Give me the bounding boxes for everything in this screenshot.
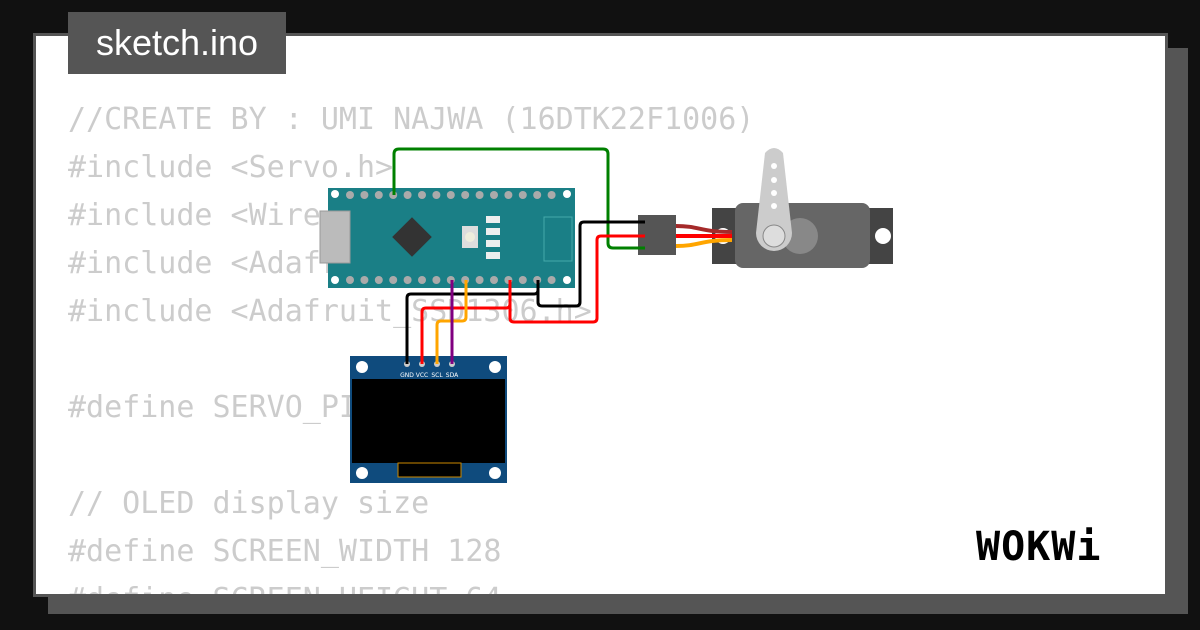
sketch-filename: sketch.ino bbox=[68, 12, 286, 74]
code-line: #define SCREEN_HEIGHT 64 bbox=[68, 576, 754, 594]
header-pin bbox=[518, 276, 527, 284]
code-line: //CREATE BY : UMI NAJWA (16DTK22F1006) bbox=[68, 102, 755, 137]
header-pin bbox=[504, 191, 513, 199]
wokwi-logo: WOKWi bbox=[976, 524, 1102, 570]
mcu-chip bbox=[392, 217, 432, 257]
usb-connector bbox=[319, 210, 351, 264]
header-pin bbox=[374, 276, 383, 284]
header-pin bbox=[389, 276, 398, 284]
header-pin bbox=[418, 276, 426, 284]
header-pin bbox=[360, 191, 369, 199]
header-pin bbox=[418, 191, 426, 199]
servo-horn bbox=[756, 148, 792, 251]
oled-pin-scl: SCL bbox=[431, 372, 443, 379]
header-pin bbox=[446, 191, 455, 199]
header-pin bbox=[475, 276, 484, 284]
oled-pin-sda: SDA bbox=[446, 372, 459, 379]
arduino-nano[interactable] bbox=[319, 188, 575, 288]
code-line: #define SERVO_PIN 9 bbox=[68, 390, 412, 425]
code-line: #define SCREEN_WIDTH 128 bbox=[68, 534, 502, 569]
oled-pin-vcc: VCC bbox=[416, 372, 428, 379]
header-pin bbox=[475, 191, 484, 199]
servo-motor[interactable] bbox=[638, 148, 893, 268]
header-pin bbox=[547, 276, 556, 284]
header-pin bbox=[374, 191, 383, 199]
header-pin bbox=[461, 191, 470, 199]
header-pin bbox=[360, 276, 369, 284]
oled-pin-gnd: GND bbox=[400, 372, 414, 379]
code-line: // OLED display size bbox=[68, 486, 430, 521]
header-pin bbox=[547, 191, 556, 199]
header-pin bbox=[490, 276, 498, 284]
header-pin bbox=[432, 191, 441, 199]
code-line: #include <Wire.h> bbox=[68, 198, 376, 233]
header-pin bbox=[518, 191, 527, 199]
header-pin bbox=[432, 276, 441, 284]
preview-card: //CREATE BY : UMI NAJWA (16DTK22F1006) #i… bbox=[33, 33, 1168, 597]
header-pin bbox=[403, 276, 412, 284]
wires bbox=[392, 147, 645, 364]
header-pin bbox=[533, 191, 542, 199]
reset-button bbox=[465, 232, 475, 242]
header-pin bbox=[403, 191, 412, 199]
header-pin bbox=[490, 191, 498, 199]
oled-display[interactable]: GND VCC SCL SDA bbox=[350, 356, 507, 483]
header-pin bbox=[346, 191, 354, 199]
code-line: #include <Servo.h> bbox=[68, 150, 394, 185]
header-pin bbox=[346, 276, 354, 284]
